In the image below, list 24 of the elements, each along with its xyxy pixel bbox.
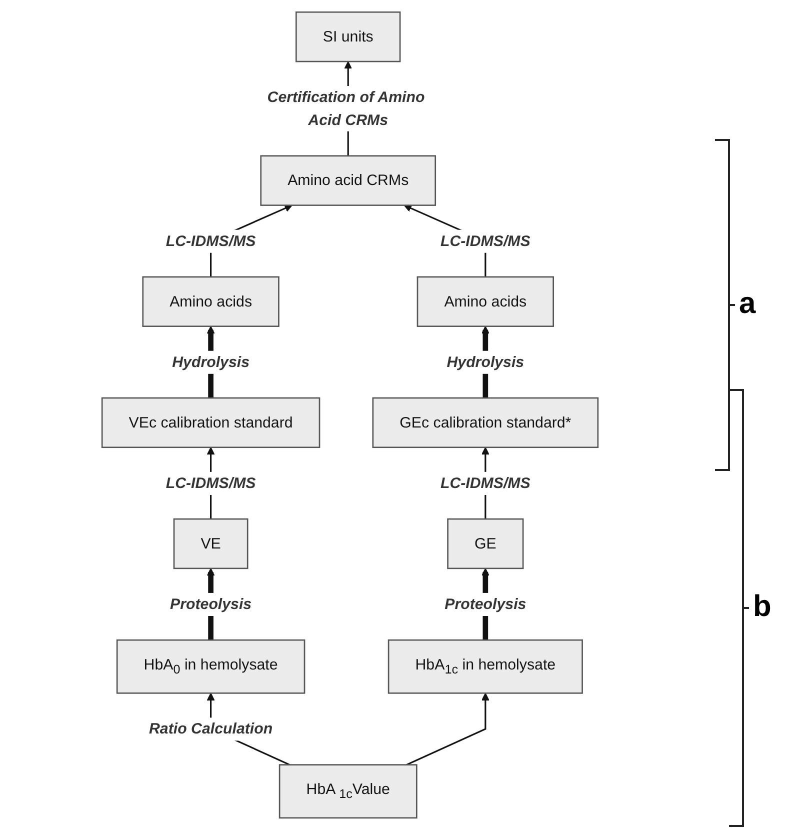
node-box: HbA$_{1c}$ in hemolysate <box>388 639 583 694</box>
node-box: HbA $_{1c}$Value <box>278 764 418 819</box>
arrow <box>406 692 490 766</box>
edge-label: LC-IDMS/MS <box>440 474 530 492</box>
edge-label: Proteolysis <box>170 596 252 612</box>
bracket-label: b <box>753 590 772 624</box>
edge-label: Certification of Amino Acid CRMs <box>267 88 425 128</box>
node-box: Amino acid CRMs <box>260 155 436 206</box>
node-box: Amino acids <box>142 276 280 327</box>
edge-label: Hydrolysis <box>446 353 524 370</box>
edge-label: Ratio Calculation <box>149 720 273 738</box>
node-box: VE <box>173 518 248 570</box>
node-box: Amino acids <box>416 276 554 327</box>
edge-label: Proteolysis <box>444 596 526 612</box>
edge-label: LC-IDMS/MS <box>166 232 256 250</box>
edge-label: LC-IDMS/MS <box>166 474 256 492</box>
node-box: VEc calibration standard <box>101 397 320 448</box>
bracket-label: a <box>739 287 756 321</box>
edge-label: LC-IDMS/MS <box>440 232 530 250</box>
edge-label: Hydrolysis <box>172 353 250 370</box>
node-box: GEc calibration standard* <box>372 397 599 448</box>
node-box: SI units <box>296 11 401 62</box>
node-box: HbA$_{0}$ in hemolysate <box>116 639 306 694</box>
node-box: GE <box>447 518 524 570</box>
